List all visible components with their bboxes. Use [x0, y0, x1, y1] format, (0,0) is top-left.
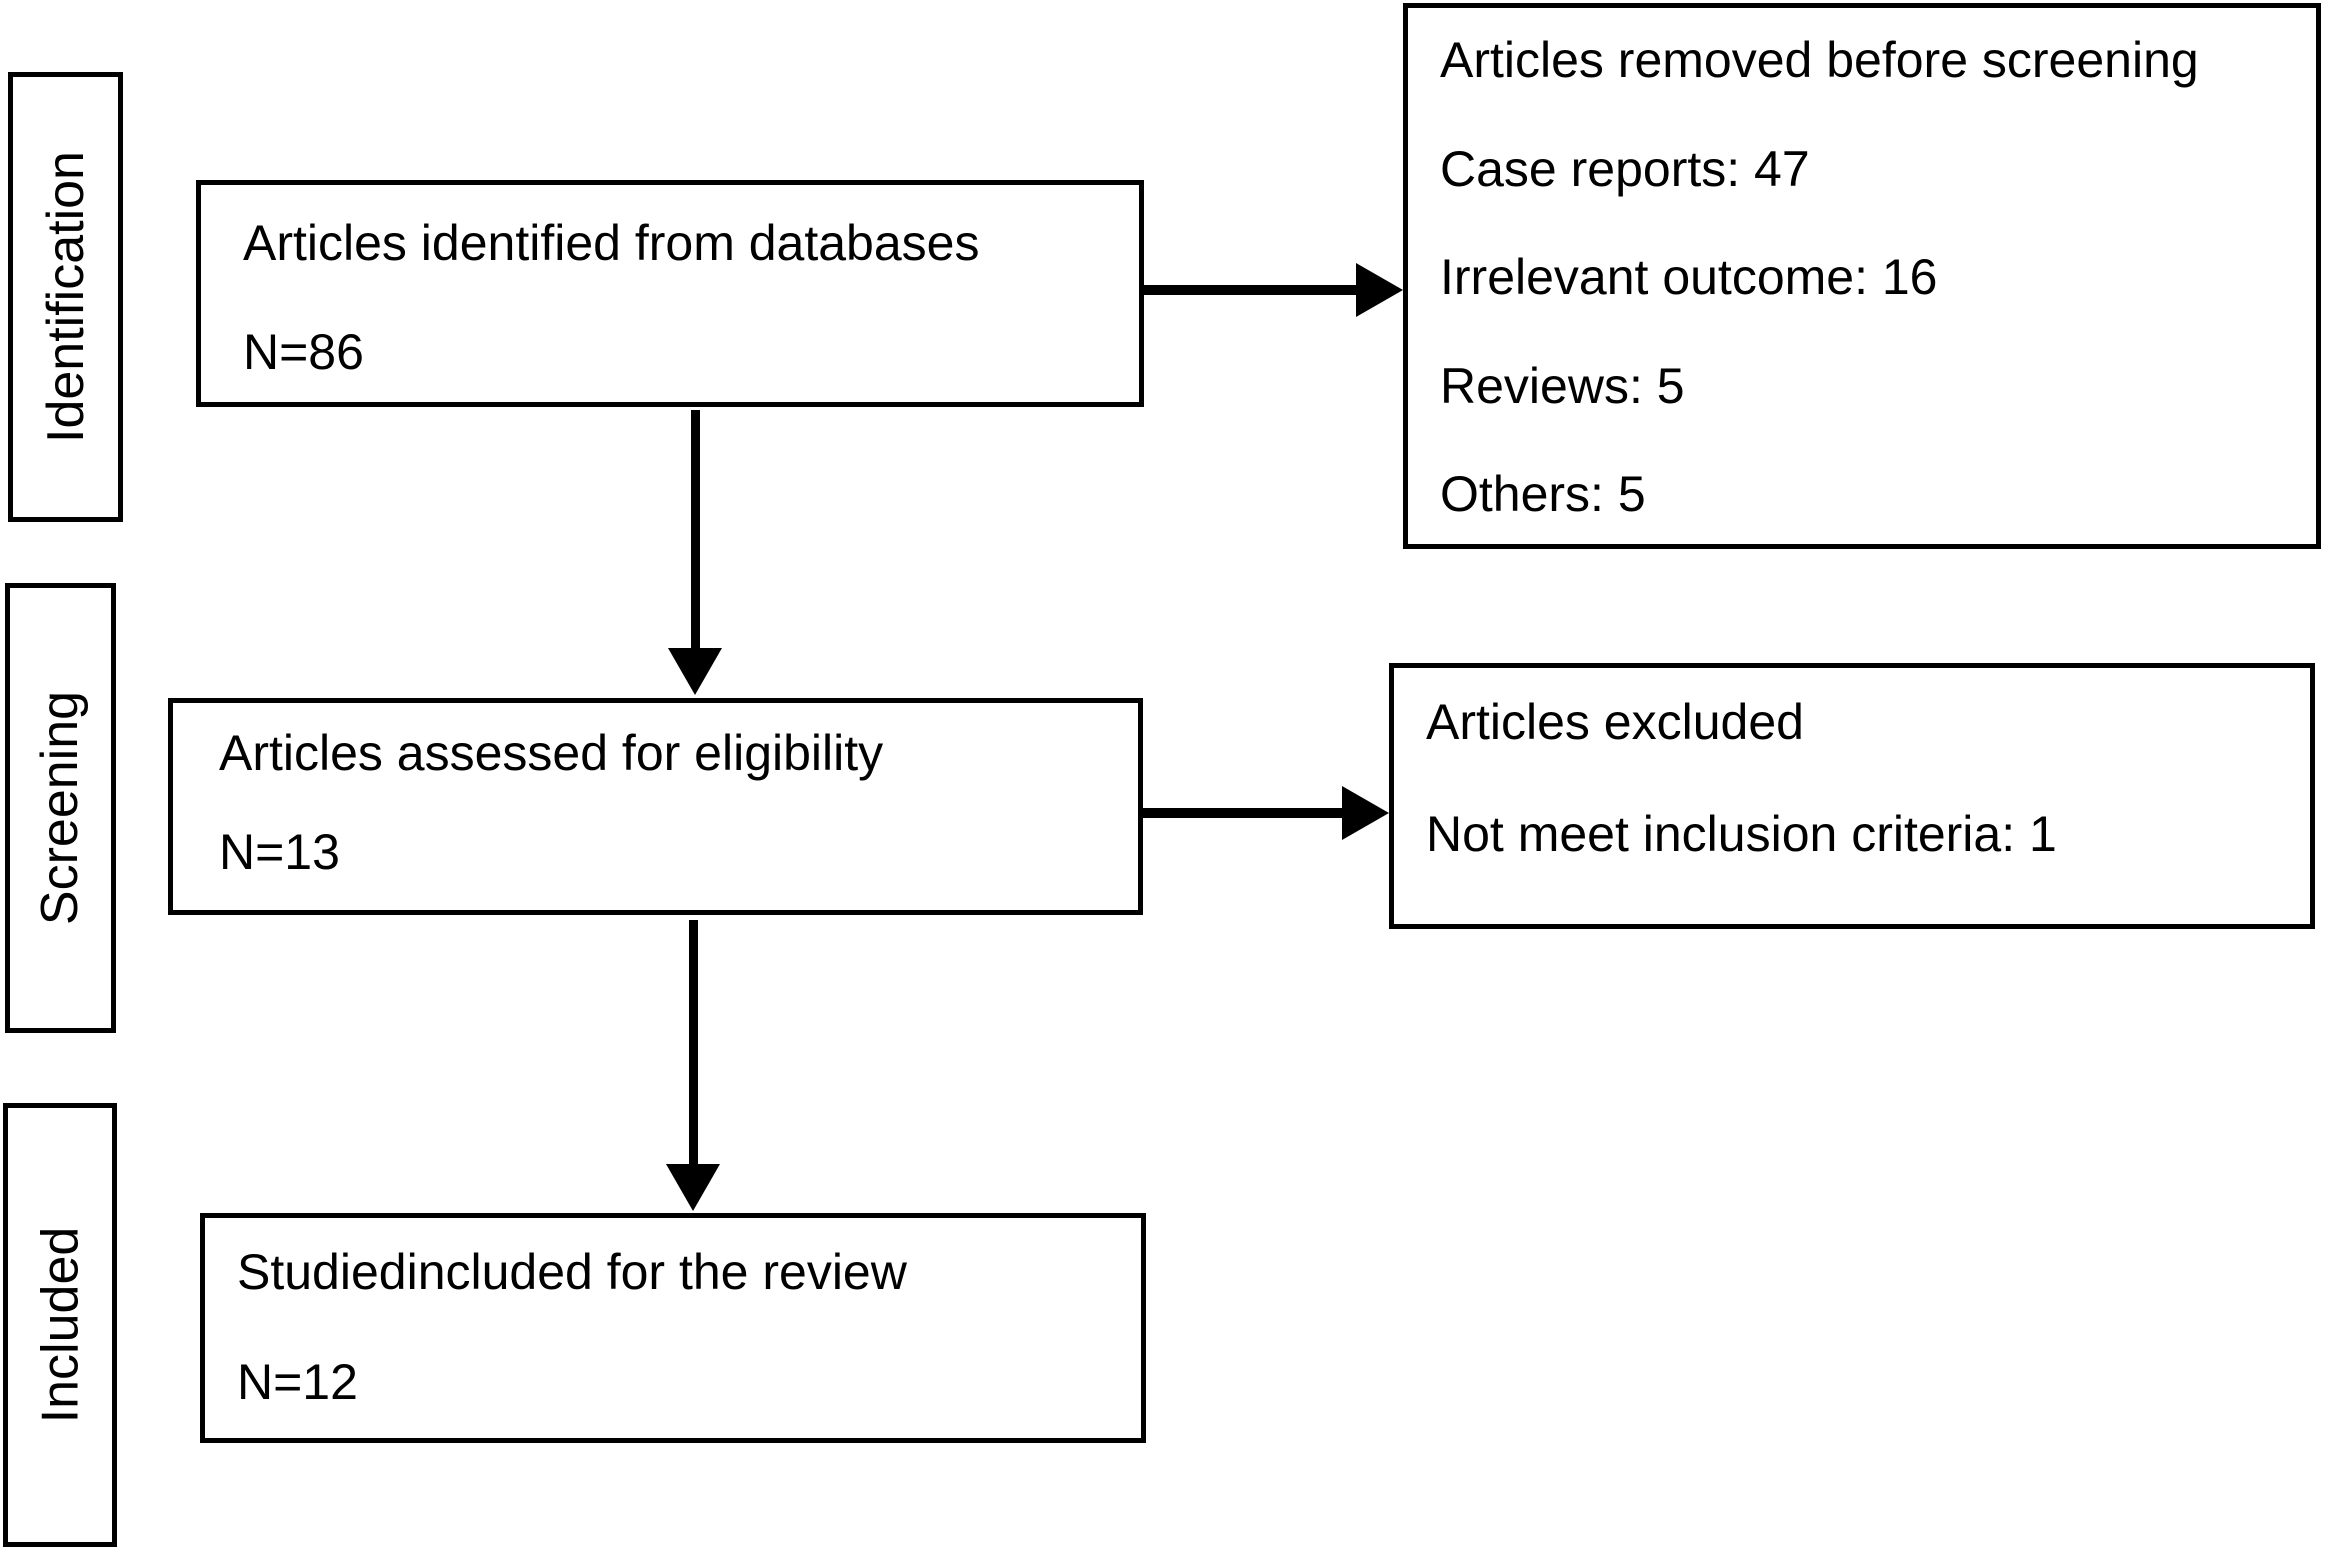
arrow-assessed-to-excluded-head: [1342, 786, 1389, 840]
arrow-assessed-to-included-head: [666, 1164, 720, 1211]
box-articles-assessed: Articles assessed for eligibility N=13: [168, 698, 1143, 915]
box-articles-removed-before-screening: Articles removed before screening Case r…: [1403, 3, 2321, 549]
box-articles-identified: Articles identified from databases N=86: [196, 180, 1144, 407]
excluded-criteria: Not meet inclusion criteria: 1: [1426, 806, 2057, 862]
removed-irrelevant-outcome: Irrelevant outcome: 16: [1440, 249, 1938, 305]
arrow-identified-to-removed-head: [1356, 263, 1403, 317]
stage-label-identification: Identification: [36, 151, 95, 443]
articles-identified-title: Articles identified from databases: [243, 215, 980, 271]
studies-included-title: Studiedincluded for the review: [237, 1244, 907, 1300]
stage-label-screening: Screening: [31, 690, 90, 926]
stage-label-included: Included: [31, 1226, 90, 1424]
box-studies-included: Studiedincluded for the review N=12: [200, 1213, 1146, 1443]
studies-included-count: N=12: [237, 1354, 358, 1410]
excluded-title: Articles excluded: [1426, 694, 1804, 750]
removed-title: Articles removed before screening: [1440, 32, 2199, 88]
arrow-identified-to-assessed-shaft: [691, 410, 700, 652]
arrow-identified-to-removed-shaft: [1144, 285, 1360, 295]
removed-case-reports: Case reports: 47: [1440, 140, 1810, 197]
arrow-identified-to-assessed-head: [668, 648, 722, 695]
box-articles-excluded: Articles excluded Not meet inclusion cri…: [1389, 663, 2315, 929]
articles-identified-count: N=86: [243, 324, 364, 380]
removed-reviews: Reviews: 5: [1440, 357, 1685, 414]
removed-others: Others: 5: [1440, 466, 1646, 522]
articles-assessed-count: N=13: [219, 824, 340, 880]
arrow-assessed-to-excluded-shaft: [1143, 808, 1347, 818]
stage-box-identification: Identification: [8, 72, 123, 522]
stage-box-screening: Screening: [5, 583, 116, 1033]
articles-assessed-title: Articles assessed for eligibility: [219, 725, 884, 781]
stage-box-included: Included: [3, 1103, 117, 1547]
arrow-assessed-to-included-shaft: [689, 920, 698, 1168]
